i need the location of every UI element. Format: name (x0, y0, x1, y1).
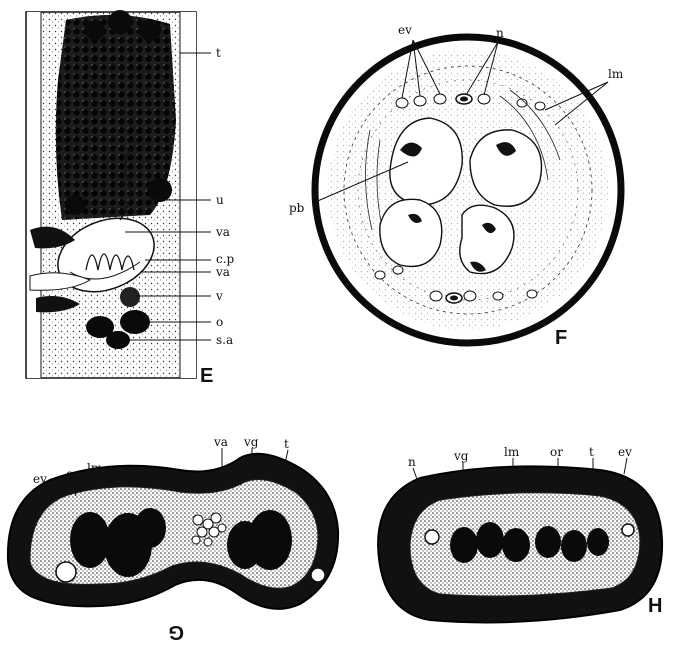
label-g-0: ev (33, 472, 47, 486)
label-e-5: v (215, 289, 223, 303)
label-e-4: va (215, 265, 230, 279)
excretory-vessel-g-left (56, 562, 76, 582)
panel-letter-e: E (200, 365, 213, 387)
panel-letter-f: F (555, 327, 567, 349)
label-g-3: va (213, 435, 228, 449)
label-g-1: or (66, 467, 79, 481)
label-e-0: t (216, 46, 221, 60)
panel-letter-g: G (168, 621, 184, 643)
label-h-2: lm (504, 445, 520, 459)
label-h-4: t (589, 445, 594, 459)
label-e-6: o (216, 315, 223, 329)
label-e-7: s.a (216, 333, 233, 347)
label-h-3: or (550, 445, 563, 459)
label-f-3: pb (289, 201, 305, 215)
panel-g: ev or lm va vg t G (8, 435, 338, 643)
panel-f: ev n lm pb F (289, 23, 624, 349)
label-g-2: lm (87, 461, 103, 475)
label-f-2: lm (608, 67, 624, 81)
excretory-vessel-h-right (622, 524, 634, 536)
testes-mass (56, 10, 176, 220)
label-f-0: ev (398, 23, 412, 37)
label-e-1: u (216, 193, 224, 207)
label-h-0: n (408, 455, 416, 469)
shell-gland (120, 287, 140, 307)
label-g-5: t (284, 437, 289, 451)
panel-h: n vg lm or t ev H (378, 445, 662, 622)
label-e-3: c.p (216, 252, 235, 266)
label-g-4: vg (243, 435, 259, 449)
label-f-1: n (496, 26, 504, 40)
excretory-vessel-g-right (311, 568, 325, 582)
panel-e: t u va c.p va v o s.a E (26, 10, 235, 387)
label-h-1: vg (453, 449, 469, 463)
panel-letter-h: H (648, 595, 662, 617)
label-h-5: ev (618, 445, 632, 459)
excretory-vessel-h-left (425, 530, 439, 544)
label-e-2: va (215, 225, 230, 239)
